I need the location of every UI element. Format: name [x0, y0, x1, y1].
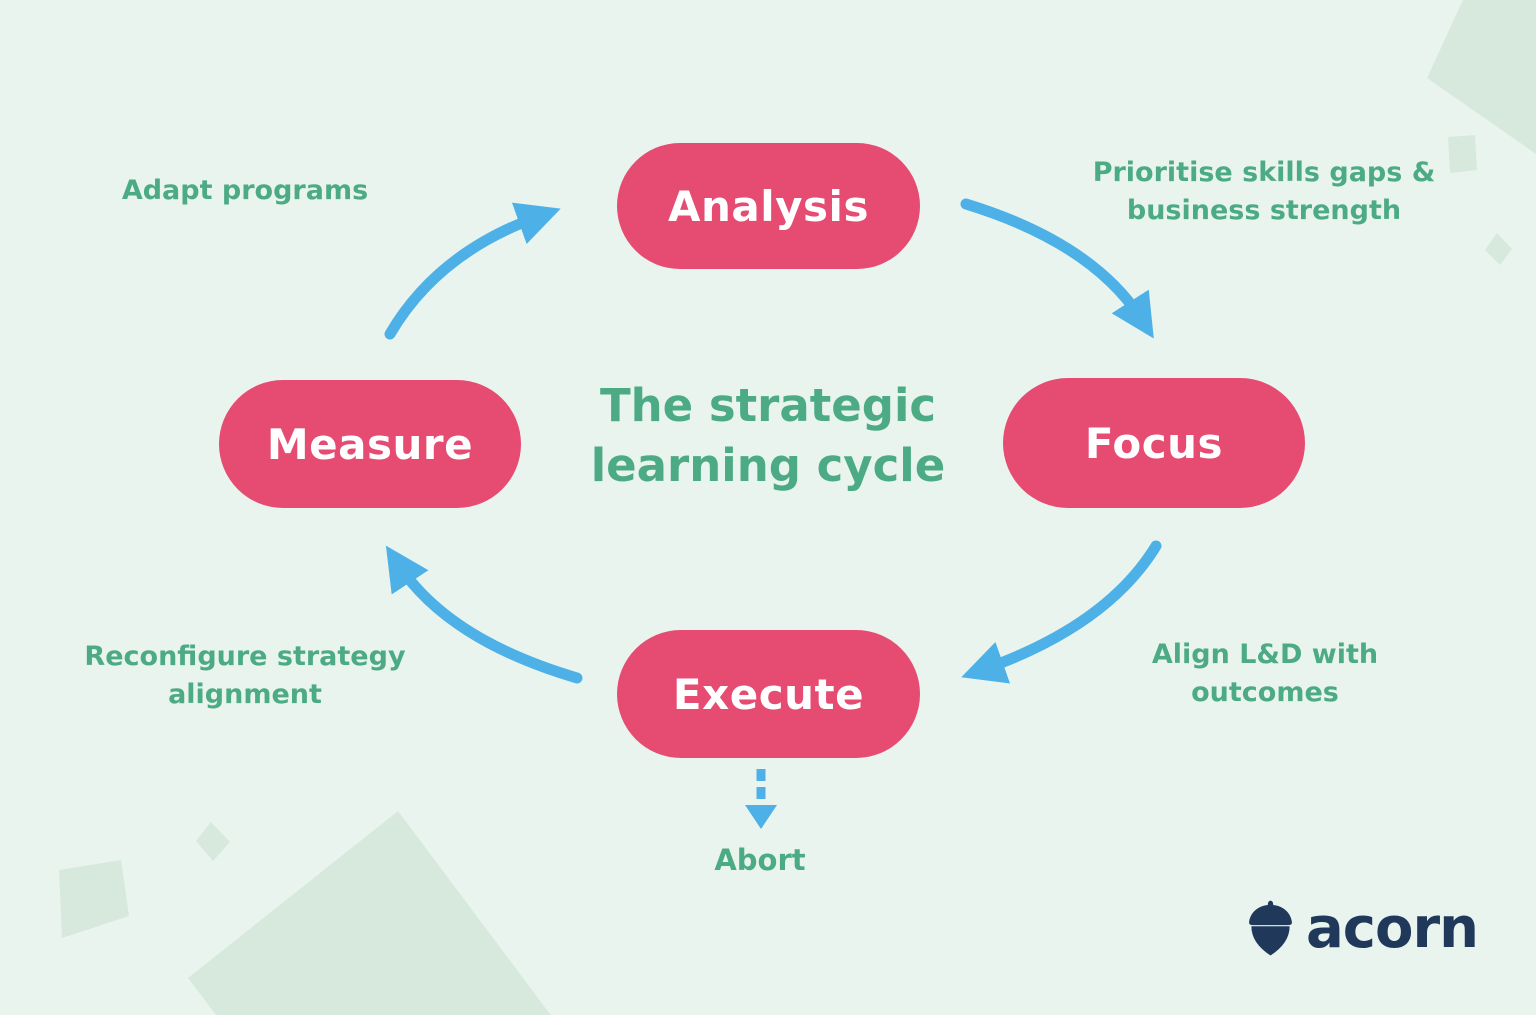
- arrow-execute-to-measure: [385, 545, 583, 684]
- annotation-prioritise-line2: business strength: [1126, 195, 1402, 226]
- node-focus-label: Focus: [1084, 418, 1224, 468]
- annotation-abort-text: Abort: [714, 843, 806, 877]
- annotation-reconfigure-line2: alignment: [168, 679, 322, 710]
- diagram-title: The strategic learning cycle: [518, 376, 1018, 496]
- node-measure: Measure: [219, 380, 521, 508]
- deco-shape-diamond-top-right: [1485, 233, 1512, 265]
- node-focus: Focus: [1003, 378, 1305, 508]
- arrow-analysis-to-focus: [960, 198, 1154, 339]
- acorn-icon: [1249, 900, 1292, 956]
- diagram-title-line2: learning cycle: [590, 439, 946, 492]
- arrow-measure-to-analysis: [384, 202, 561, 340]
- annotation-prioritise-line1: Prioritise skills gaps &: [1092, 157, 1436, 188]
- abort-arrow: [745, 769, 777, 829]
- acorn-wordmark: acorn: [1306, 896, 1479, 961]
- annotation-adapt-programs-text: Adapt programs: [121, 175, 369, 206]
- deco-shape-large-top-right: [1427, 0, 1536, 154]
- annotation-prioritise-skills: Prioritise skills gaps & business streng…: [1078, 154, 1450, 230]
- node-execute: Execute: [617, 630, 920, 758]
- deco-shape-medium-bottom-left: [59, 860, 129, 938]
- deco-shape-large-bottom: [188, 811, 551, 1015]
- node-analysis: Analysis: [617, 143, 920, 269]
- acorn-logo: acorn: [1248, 896, 1479, 961]
- annotation-align-line1: Align L&D with: [1151, 639, 1379, 670]
- node-measure-label: Measure: [266, 419, 474, 469]
- node-execute-label: Execute: [672, 669, 865, 719]
- annotation-align-line2: outcomes: [1191, 677, 1339, 708]
- annotation-reconfigure-strategy: Reconfigure strategy alignment: [58, 638, 432, 714]
- diagram-title-line1: The strategic: [599, 379, 937, 432]
- annotation-reconfigure-line1: Reconfigure strategy: [84, 641, 406, 672]
- deco-shape-small-quad-top-right: [1448, 135, 1477, 173]
- annotation-align-ld: Align L&D with outcomes: [1090, 636, 1440, 712]
- deco-shape-diamond-bottom-left: [196, 822, 230, 861]
- node-analysis-label: Analysis: [668, 181, 869, 231]
- annotation-abort: Abort: [660, 841, 860, 879]
- annotation-adapt-programs: Adapt programs: [60, 172, 430, 210]
- arrow-focus-to-execute: [961, 540, 1162, 684]
